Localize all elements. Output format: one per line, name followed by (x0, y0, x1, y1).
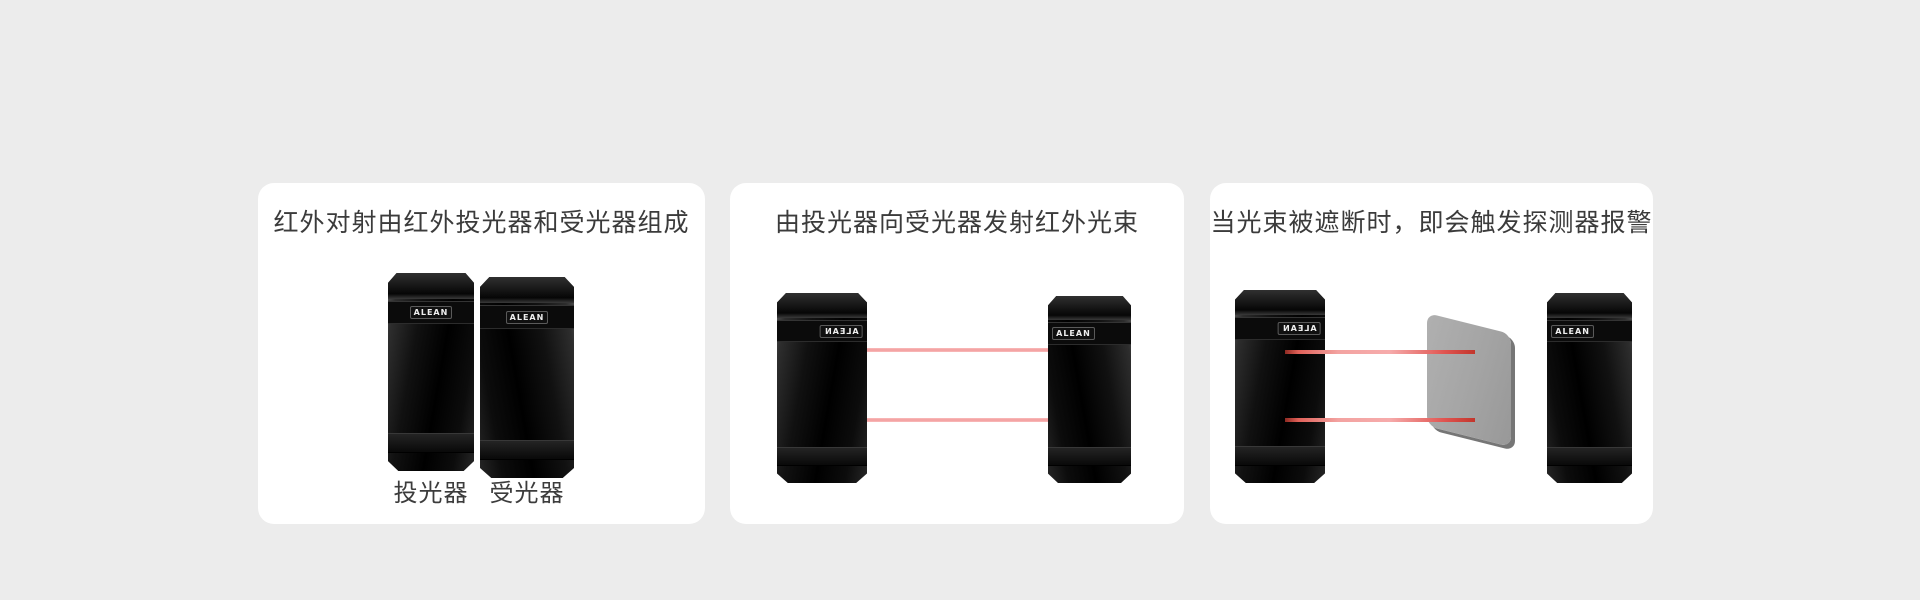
card-beam-blocked: 当光束被遮断时，即会触发探测器报警 ALEAN ALEAN (1210, 183, 1653, 524)
device-top-cap (388, 273, 474, 299)
blocked-beam-top (1285, 350, 1475, 354)
device-top-cap (1048, 296, 1131, 321)
device-top-cap (777, 293, 867, 318)
receiver-label: 受光器 (489, 479, 565, 507)
blocker-panel (1427, 313, 1511, 447)
device-brand-band: ALEAN (388, 300, 474, 325)
alean-logo-mirrored: ALEAN (819, 324, 863, 338)
card-title: 红外对射由红外投光器和受光器组成 (273, 208, 690, 237)
card-beam-composition: 红外对射由红外投光器和受光器组成 ALEAN ALEAN 投光器 受光器 (258, 183, 705, 524)
card-title: 由投光器向受光器发射红外光束 (774, 208, 1139, 237)
infrared-beam-top (858, 348, 1058, 352)
device-bottom-band (1235, 446, 1325, 466)
alean-logo: ALEAN (1551, 324, 1594, 338)
transmitter-device: ALEAN (388, 273, 474, 471)
alean-logo-mirrored: ALEAN (1277, 322, 1321, 336)
transmitter-device: ALEAN (1235, 290, 1325, 483)
blocked-beam-bottom (1285, 418, 1475, 422)
device-bottom-band (1547, 446, 1632, 466)
receiver-device: ALEAN (480, 277, 574, 478)
card-title: 当光束被遮断时，即会触发探测器报警 (1210, 208, 1653, 237)
transmitter-device: ALEAN (777, 293, 867, 483)
device-top-cap (1235, 290, 1325, 316)
infrared-beam-bottom (858, 418, 1058, 422)
device-top-cap (480, 277, 574, 304)
transmitter-label: 投光器 (393, 479, 469, 507)
receiver-device: ALEAN (1048, 296, 1131, 483)
device-bottom-band (480, 439, 574, 460)
device-bottom-band (388, 433, 474, 454)
device-bottom-band (777, 446, 867, 466)
alean-logo: ALEAN (1052, 326, 1095, 340)
alean-logo: ALEAN (409, 306, 453, 320)
receiver-device: ALEAN (1547, 293, 1632, 483)
device-brand-band: ALEAN (1235, 317, 1325, 341)
device-brand-band: ALEAN (1547, 319, 1632, 343)
alean-logo: ALEAN (505, 310, 549, 324)
device-brand-band: ALEAN (777, 319, 867, 343)
card-beam-emission: 由投光器向受光器发射红外光束 ALEAN ALEAN (730, 183, 1184, 524)
device-top-cap (1547, 293, 1632, 318)
device-brand-band: ALEAN (1048, 322, 1131, 345)
device-bottom-band (1048, 447, 1131, 467)
device-brand-band: ALEAN (480, 305, 574, 330)
